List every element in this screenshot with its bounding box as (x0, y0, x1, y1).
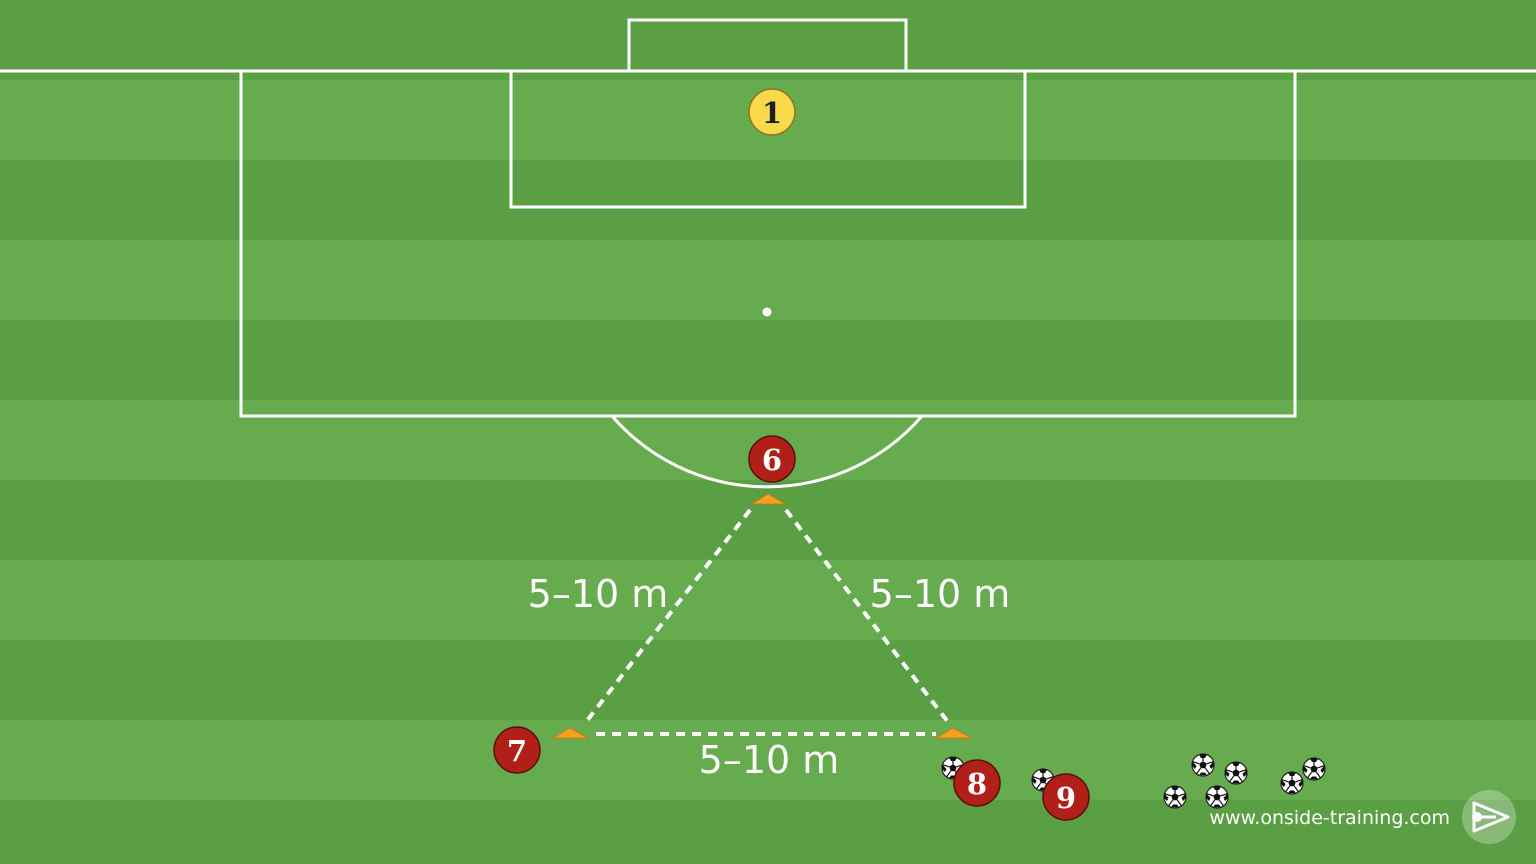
cones (551, 493, 973, 739)
player-8: 8 (953, 759, 1001, 807)
player-number: 8 (967, 767, 987, 801)
grass-stripe (0, 0, 1536, 80)
grass-stripe (0, 800, 1536, 864)
soccer-ball-icon (1163, 785, 1187, 809)
grass-stripe (0, 320, 1536, 400)
player-number: 6 (762, 443, 782, 477)
goal (627, 18, 908, 71)
grass-stripe (0, 240, 1536, 320)
soccer-ball-icon (1205, 785, 1229, 809)
training-cone-icon (750, 493, 787, 505)
penalty-spot (762, 307, 772, 317)
player-7: 7 (493, 726, 541, 774)
grass-stripe (0, 640, 1536, 720)
pitch-markings (0, 18, 1536, 489)
distance-label-right: 5–10 m (870, 572, 1011, 616)
grass-stripe (0, 560, 1536, 640)
soccer-ball-icon (1191, 753, 1215, 777)
soccer-ball-icon (1224, 761, 1248, 785)
grass-stripe (0, 480, 1536, 560)
triangle-lines (584, 508, 950, 736)
triangle-left-side (584, 508, 752, 724)
player-9: 9 (1042, 773, 1090, 821)
goalkeeper-1: 1 (748, 88, 796, 136)
penalty-arc (610, 415, 924, 489)
distance-label-left: 5–10 m (528, 572, 669, 616)
player-6: 6 (748, 435, 796, 483)
soccer-ball-icon (1280, 771, 1304, 795)
goal-area (509, 69, 1027, 209)
distance-label-bottom: 5–10 m (699, 738, 840, 782)
training-cone-icon (551, 727, 590, 739)
training-cone-icon (934, 727, 973, 739)
onside-logo-icon (1462, 790, 1516, 844)
watermark-text: www.onside-training.com (1209, 807, 1450, 829)
player-number: 1 (762, 96, 782, 130)
grass-stripe (0, 160, 1536, 240)
triangle-right-side (784, 508, 950, 724)
player-number: 9 (1056, 781, 1076, 815)
soccer-ball-icon (1302, 757, 1326, 781)
player-number: 7 (507, 734, 527, 768)
grass-stripe (0, 720, 1536, 800)
